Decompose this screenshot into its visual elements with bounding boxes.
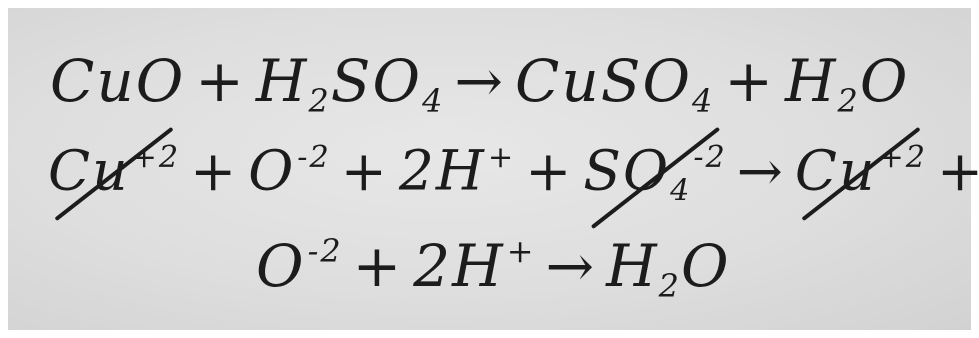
copper-ion-product-struck: Cu+2 <box>794 138 927 203</box>
reaction-arrow: → <box>736 138 785 203</box>
reaction-arrow: → <box>545 231 597 300</box>
plus-sign: + <box>340 138 389 203</box>
molecular-equation: CuO+H2SO4→CuSO4+H2O <box>50 52 909 118</box>
oxide-ion: O-2 <box>256 231 343 300</box>
oxide-ion: O-2 <box>248 138 331 203</box>
product-copper-sulfate: CuSO4 <box>515 47 715 121</box>
plus-sign: + <box>195 47 246 115</box>
copper-ion-struck: Cu+2 <box>48 138 181 203</box>
sulfate-ion-struck: SO4-2 <box>583 138 727 209</box>
product-water: H2O <box>784 47 910 121</box>
plus-sign: + <box>724 47 775 115</box>
plus-sign: + <box>190 138 239 203</box>
reactant-sulfuric-acid: H2SO4 <box>255 47 445 121</box>
plus-sign: + <box>352 231 404 300</box>
product-water: H2O <box>606 231 731 306</box>
reaction-arrow: → <box>454 47 505 115</box>
net-ionic-equation: O-2+2H+→H2O <box>256 231 731 306</box>
hydrogen-ions: 2H+ <box>398 138 516 203</box>
hydrogen-ions: 2H+ <box>413 231 536 300</box>
plus-sign: + <box>937 139 979 203</box>
full-ionic-equation: Cu+2+O-2+2H++SO4-2→Cu+2+SO42-+H2O <box>48 138 979 209</box>
whiteboard: CuO+H2SO4→CuSO4+H2O Cu+2+O-2+2H++SO4-2→C… <box>8 8 979 330</box>
plus-sign: + <box>525 138 574 203</box>
reactant-copper-oxide: CuO <box>50 47 186 115</box>
